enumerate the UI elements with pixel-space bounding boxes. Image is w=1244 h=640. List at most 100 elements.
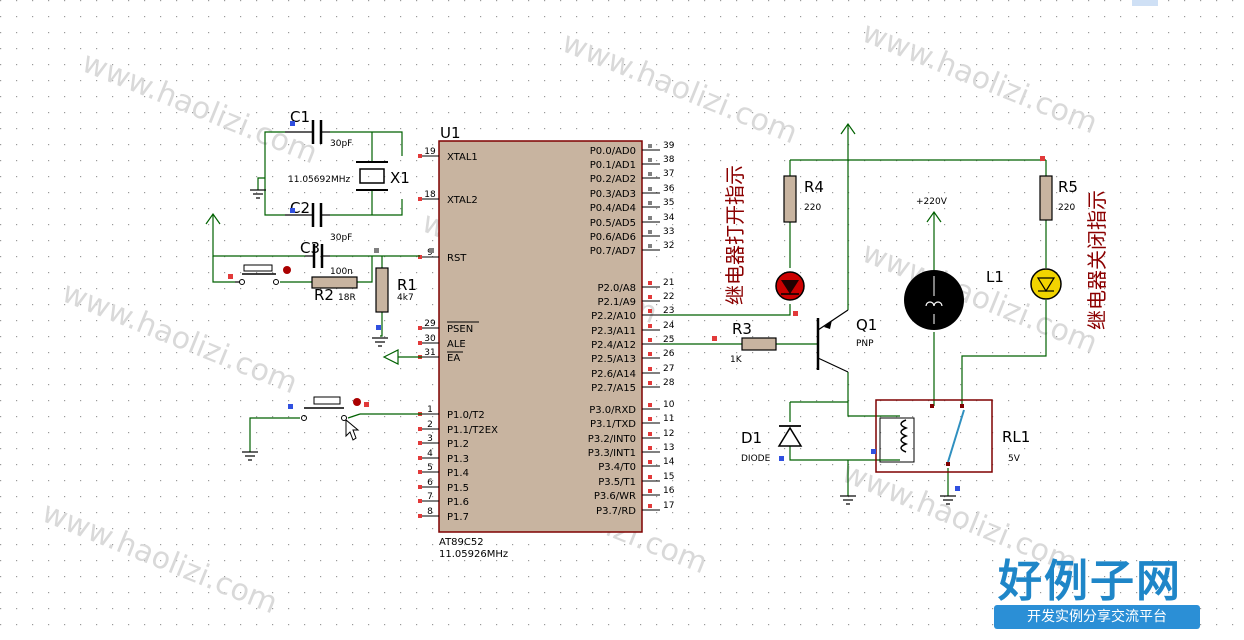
pin-number: 7 — [427, 492, 433, 502]
pin-number: 23 — [663, 306, 674, 316]
c1-value: 30pF — [330, 139, 352, 149]
annotation-relay-on: 继电器打开指示 — [723, 165, 747, 305]
resistor-r3[interactable]: R3 1K — [730, 320, 777, 365]
pin-name: XTAL1 — [447, 152, 478, 163]
ground-relay — [840, 495, 856, 505]
pin-name: P1.6 — [447, 497, 469, 508]
reset-button[interactable] — [235, 264, 291, 285]
rl1-value: 5V — [1008, 454, 1021, 464]
pin-number: 27 — [663, 364, 674, 374]
chip-left-pins: 19XTAL118XTAL29RST29PSEN30ALE31EA1P1.0/T… — [418, 147, 498, 523]
scroll-thumb[interactable] — [1132, 0, 1158, 6]
pin-number: 11 — [663, 414, 674, 424]
c3-value: 100n — [330, 267, 353, 277]
led-relay-on[interactable] — [775, 271, 805, 301]
pin-name: P0.4/AD4 — [590, 203, 636, 214]
crystal-x1[interactable]: X1 11.05692MHz — [288, 161, 410, 191]
capacitor-c1[interactable]: C1 30pF — [285, 108, 352, 149]
chip-right-pins: 39P0.0/AD038P0.1/AD137P0.2/AD236P0.3/AD3… — [588, 141, 675, 517]
relay-contact-arm — [947, 409, 965, 463]
wire — [330, 199, 403, 216]
pin-number: 33 — [663, 227, 674, 237]
pin-name: P1.4 — [447, 468, 469, 479]
mcu-u1[interactable]: U1 AT89C52 11.05926MHz 19XTAL118XTAL29RS… — [418, 124, 675, 560]
diode-d1[interactable]: D1 DIODE — [741, 425, 803, 464]
wire — [357, 256, 373, 283]
pin-number: 30 — [424, 334, 436, 344]
pin-number: 3 — [427, 434, 433, 444]
input-button[interactable] — [301, 396, 362, 441]
pin-name: P3.6/WR — [594, 491, 636, 502]
mains-terminal: +220V — [916, 197, 948, 226]
pin-number: 19 — [424, 147, 436, 157]
resistor-r5[interactable]: R5 220 — [1039, 175, 1078, 221]
wire — [249, 417, 300, 452]
pin-number: 35 — [663, 198, 674, 208]
pin-number: 39 — [663, 141, 675, 151]
pin-number: 6 — [427, 478, 433, 488]
pin-name: P1.5 — [447, 483, 469, 494]
rl1-ref: RL1 — [1002, 428, 1030, 446]
resistor-r1[interactable]: R1 4k7 — [375, 267, 417, 313]
pin-number: 31 — [424, 348, 435, 358]
pin-name: RST — [447, 253, 467, 264]
transistor-q1[interactable]: Q1 PNP — [816, 309, 877, 373]
led-relay-off[interactable]: L1 — [986, 268, 1062, 300]
resistor-r2[interactable]: R2 18R — [311, 276, 358, 304]
relay-rl1[interactable]: RL1 5V — [875, 399, 1030, 473]
wire — [257, 177, 265, 190]
pin-number: 26 — [663, 349, 675, 359]
pin-number: 37 — [663, 169, 674, 179]
r4-ref: R4 — [804, 178, 824, 196]
resistor-r4[interactable]: R4 220 — [783, 175, 824, 223]
pin-name: P2.2/A10 — [591, 311, 636, 322]
wire — [961, 300, 1047, 406]
capacitor-c2[interactable]: C2 30pF — [285, 199, 352, 243]
wire — [380, 312, 383, 337]
power-terminal-top — [840, 122, 856, 136]
pin-number: 34 — [663, 213, 675, 223]
pin-name: P2.1/A9 — [597, 297, 636, 308]
pin-name: P1.1/T2EX — [447, 425, 498, 436]
q1-ref: Q1 — [856, 316, 877, 334]
chip-ref: U1 — [440, 124, 461, 142]
pin-name: P2.6/A14 — [591, 369, 636, 380]
pin-name: P3.1/TXD — [590, 419, 636, 430]
capacitor-c3[interactable]: C3 100n — [300, 239, 353, 277]
brand-subtitle: 开发实例分享交流平台 — [994, 605, 1200, 629]
power-terminal-vcc — [205, 212, 221, 228]
q1-value: PNP — [856, 339, 874, 349]
ea-terminal — [382, 349, 399, 365]
pin-number: 25 — [663, 335, 674, 345]
pin-number: 16 — [663, 486, 675, 496]
pin-name: P1.7 — [447, 512, 469, 523]
pin-name: ALE — [447, 339, 466, 350]
lamp-bulb[interactable] — [904, 270, 964, 330]
pin-name: P0.2/AD2 — [590, 174, 636, 185]
pin-name: P2.7/A15 — [591, 383, 636, 394]
pin-name: P3.5/T1 — [598, 477, 636, 488]
pin-number: 22 — [663, 292, 674, 302]
r3-value: 1K — [730, 355, 743, 365]
pin-number: 24 — [663, 321, 675, 331]
